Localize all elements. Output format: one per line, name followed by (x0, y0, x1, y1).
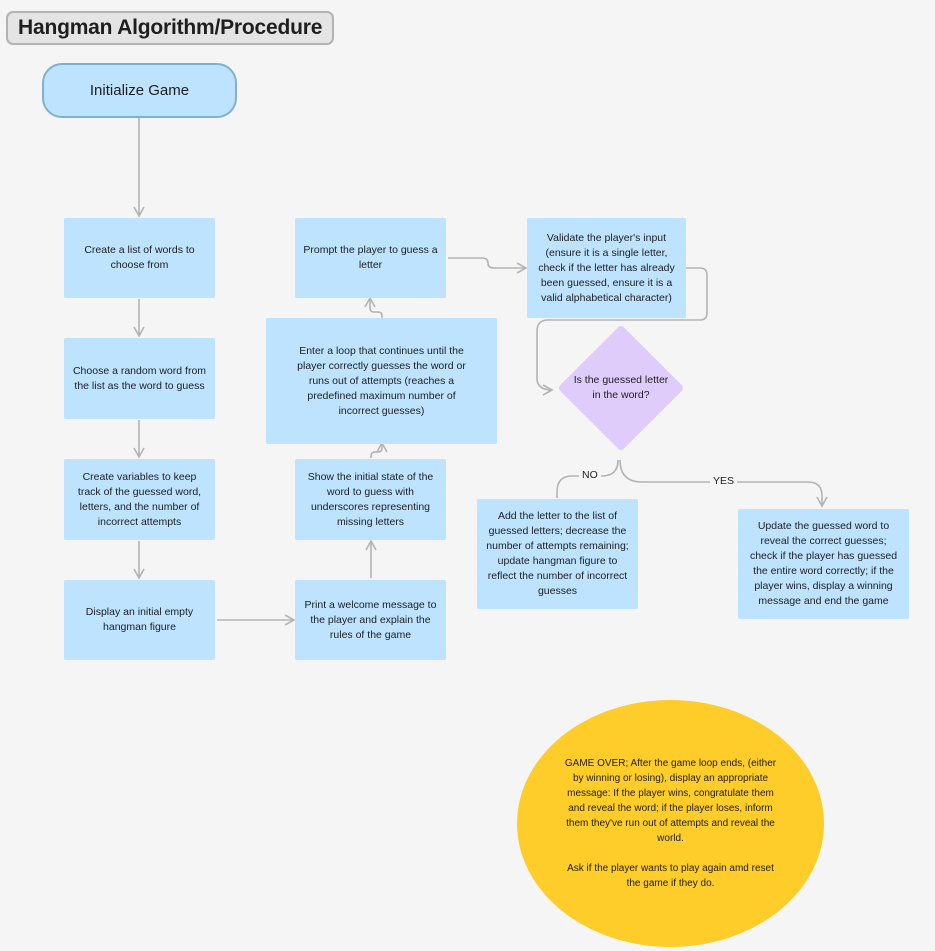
diagram-title: Hangman Algorithm/Procedure (6, 11, 335, 45)
incorrect-guess-node: Add the letter to the list of guessed le… (477, 499, 638, 609)
choose-random-word-node: Choose a random word from the list as th… (64, 338, 215, 419)
arrow-prompt-to-validate (448, 257, 528, 274)
enter-loop-node: Enter a loop that continues until the pl… (266, 318, 497, 444)
game-over-text: GAME OVER; After the game loop ends, (ei… (564, 758, 777, 844)
play-again-text: Ask if the player wants to play again am… (567, 863, 774, 889)
game-over-ellipse: GAME OVER; After the game loop ends, (ei… (517, 700, 824, 947)
arrow-loop-to-prompt (364, 296, 383, 318)
initialize-game-node: Initialize Game (42, 63, 237, 118)
arrow-decision-yes (619, 459, 828, 508)
arrow-show-to-loop (370, 441, 388, 458)
create-word-list-node: Create a list of words to choose from (64, 218, 215, 298)
yes-label: YES (710, 475, 738, 487)
print-welcome-node: Print a welcome message to the player an… (295, 580, 446, 660)
create-variables-node: Create variables to keep track of the gu… (64, 459, 215, 540)
decision-text: Is the guessed letter in the word? (573, 374, 669, 401)
validate-input-node: Validate the player's input (ensure it i… (527, 218, 686, 318)
no-label: NO (579, 469, 601, 481)
show-initial-state-node: Show the initial state of the word to gu… (295, 459, 446, 540)
arrow-decision-no (556, 459, 619, 498)
prompt-player-node: Prompt the player to guess a letter (295, 218, 446, 298)
correct-guess-node: Update the guessed word to reveal the co… (738, 509, 909, 619)
display-hangman-figure-node: Display an initial empty hangman figure (64, 580, 215, 660)
arrow-validate-to-decision (536, 267, 708, 396)
